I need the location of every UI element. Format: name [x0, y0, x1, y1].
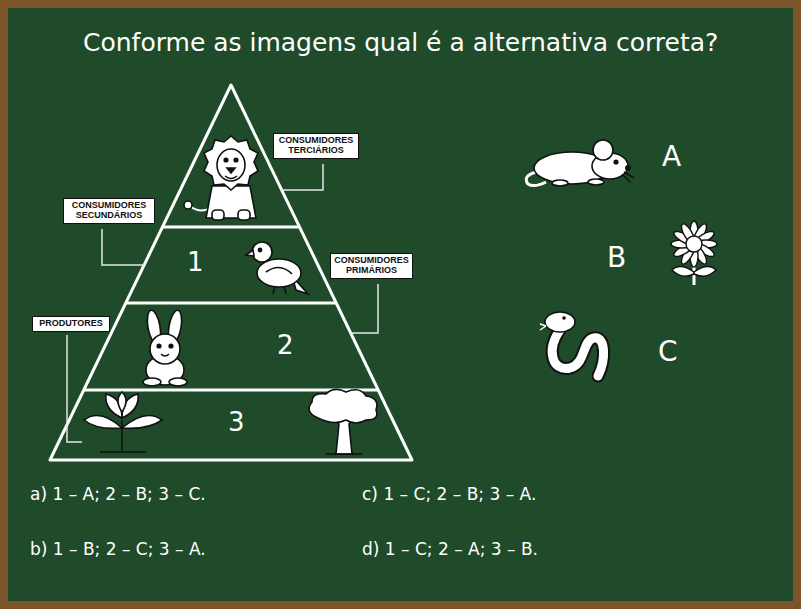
rabbit-drawing: [150, 334, 180, 364]
option-letter: C: [658, 335, 678, 369]
rabbit-drawing: [143, 378, 161, 386]
answer-option: a) 1 – A; 2 – B; 3 – C.: [30, 484, 206, 504]
bird-drawing: [252, 242, 272, 262]
flower-drawing: [671, 221, 717, 267]
snake-drawing: [540, 312, 604, 376]
pyramid: [126, 302, 336, 305]
lion-drawing: [204, 136, 258, 190]
label-box: CONSUMIDORES TERCIÁRIOS: [273, 133, 359, 159]
snake-drawing: [552, 330, 603, 376]
pyramid: [50, 85, 412, 460]
flower-drawing: [694, 266, 716, 276]
pyramid: [162, 226, 300, 229]
rabbit-drawing: [143, 309, 187, 386]
plant-drawing: [122, 416, 162, 429]
flower-drawing: [686, 236, 702, 252]
mouse-drawing: [614, 160, 618, 164]
leader-line: [67, 164, 378, 442]
lion-drawing: [184, 136, 258, 220]
bird-drawing: [257, 259, 301, 287]
mouse-drawing: [588, 179, 604, 185]
bird-drawing: [284, 286, 286, 294]
leader-line: [349, 284, 378, 333]
option-letter: A: [662, 140, 681, 174]
lion-drawing: [212, 210, 224, 220]
level-number: 1: [187, 247, 204, 278]
box-text: CONSUMIDORES SECUNDÁRIOS: [67, 201, 151, 221]
bird-drawing: [246, 242, 308, 294]
bird-drawing: [246, 250, 254, 256]
leader-line: [102, 229, 146, 265]
label-box: PRODUTORES: [32, 316, 110, 332]
level-number: 3: [228, 407, 245, 438]
tree-drawing: [309, 389, 377, 423]
snake-drawing: [545, 312, 575, 332]
plant-drawing: [100, 451, 146, 453]
plant-drawing: [84, 416, 122, 429]
flower-drawing: [672, 266, 694, 276]
label-box: CONSUMIDORES PRIMÁRIOS: [330, 253, 413, 279]
lion-drawing: [224, 158, 228, 162]
lion-drawing: [217, 149, 245, 181]
answer-option: b) 1 – B; 2 – C; 3 – A.: [30, 539, 206, 559]
box-text: CONSUMIDORES TERCIÁRIOS: [277, 136, 355, 156]
snake-drawing: [562, 316, 566, 320]
option-letter: B: [607, 241, 626, 275]
snake-drawing: [540, 324, 546, 330]
mouse-drawing: [552, 180, 568, 186]
lion-drawing: [227, 168, 235, 173]
lion-drawing: [238, 210, 250, 220]
answer-option: c) 1 – C; 2 – B; 3 – A.: [362, 484, 536, 504]
rabbit-drawing: [161, 354, 169, 356]
bird-drawing: [258, 248, 261, 251]
tree-drawing: [309, 389, 377, 454]
answer-option: d) 1 – C; 2 – A; 3 – B.: [362, 539, 538, 559]
level-number: 2: [277, 330, 294, 361]
mouse-drawing: [526, 140, 634, 186]
tree-drawing: [326, 453, 362, 455]
lion-drawing: [234, 158, 238, 162]
rabbit-drawing: [169, 378, 187, 386]
mouse-drawing: [593, 140, 613, 160]
leader-line: [67, 335, 82, 442]
label-box: CONSUMIDORES SECUNDÁRIOS: [63, 198, 155, 224]
snake-drawing: [552, 330, 603, 376]
mouse-drawing: [622, 174, 630, 182]
plant-drawing: [121, 420, 123, 452]
rabbit-drawing: [157, 344, 161, 348]
plant-drawing: [118, 392, 126, 412]
title: Conforme as imagens qual é a alternativa…: [83, 28, 718, 58]
lion-drawing: [225, 176, 237, 179]
bird-drawing: [266, 267, 292, 274]
lion-drawing: [184, 201, 192, 209]
rabbit-drawing: [169, 344, 173, 348]
box-text: PRODUTORES: [36, 319, 106, 329]
box-text: CONSUMIDORES PRIMÁRIOS: [334, 256, 409, 276]
plant-drawing: [84, 392, 162, 452]
bird-drawing: [273, 286, 275, 294]
leader-line: [280, 164, 323, 190]
pyramid: [50, 85, 412, 460]
mouse-drawing: [626, 166, 630, 170]
flower-drawing: [671, 221, 717, 285]
